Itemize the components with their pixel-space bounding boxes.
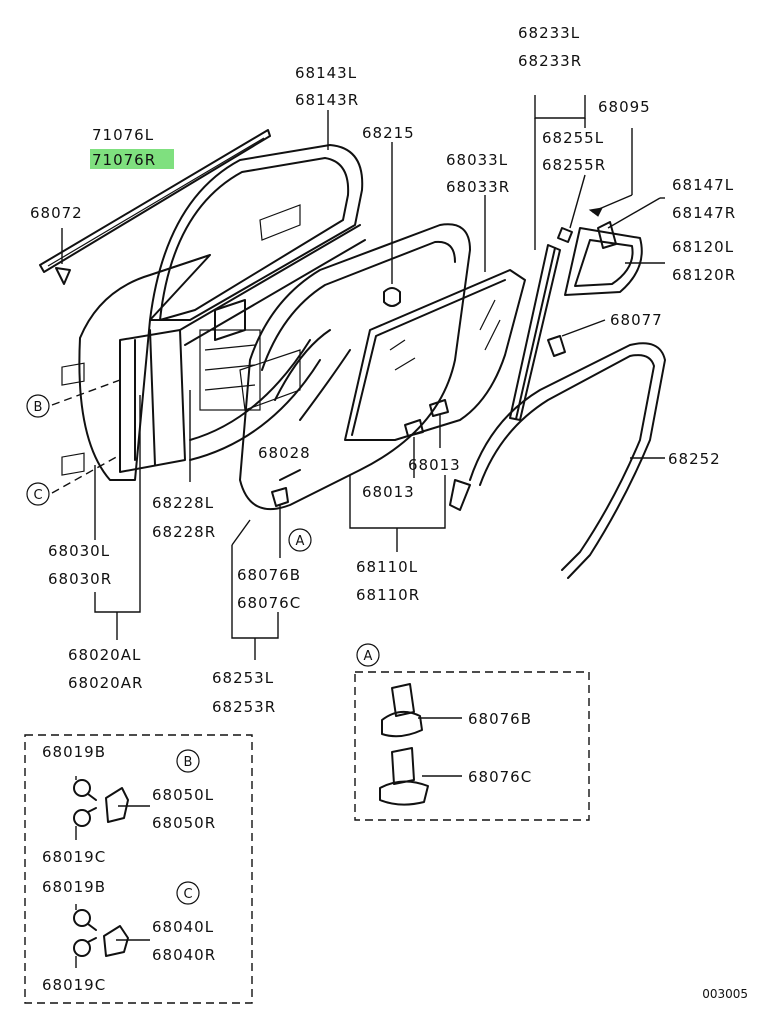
bracket-68253-top	[231, 519, 251, 546]
detail-a-clip-b	[381, 683, 462, 738]
part-68033R[interactable]: 68033R	[446, 178, 510, 196]
detail-b-parts	[73, 776, 129, 840]
part-68143R[interactable]: 68143R	[295, 91, 359, 109]
part-68228R[interactable]: 68228R	[152, 523, 216, 541]
detail-a-68076C[interactable]: 68076C	[468, 768, 532, 786]
part-68110L[interactable]: 68110L	[356, 558, 418, 576]
part-68030L[interactable]: 68030L	[48, 542, 110, 560]
detail-c-68040R[interactable]: 68040R	[152, 946, 216, 964]
bolt-68077-part	[547, 319, 606, 357]
part-68095[interactable]: 68095	[598, 98, 651, 116]
detail-b-68050R[interactable]: 68050R	[152, 814, 216, 832]
svg-text:B: B	[34, 400, 43, 415]
detail-b-68019C[interactable]: 68019C	[42, 848, 106, 866]
glass-clip-leaders	[413, 415, 441, 478]
part-68013-upper[interactable]: 68013	[408, 456, 461, 474]
detail-c-68019B[interactable]: 68019B	[42, 878, 106, 896]
detail-a-clip-c	[379, 747, 462, 806]
part-68233L[interactable]: 68233L	[518, 24, 580, 42]
part-68147R[interactable]: 68147R	[672, 204, 736, 222]
svg-text:C: C	[33, 488, 42, 503]
door-glass-part	[344, 195, 526, 441]
part-68077[interactable]: 68077	[610, 311, 663, 329]
door-shell-part	[78, 144, 366, 481]
callout-b-door[interactable]: B	[26, 394, 50, 418]
part-68033L[interactable]: 68033L	[446, 151, 508, 169]
detail-bc-frame	[24, 734, 253, 1004]
part-68147L[interactable]: 68147L	[672, 176, 734, 194]
part-68255L[interactable]: 68255L	[542, 129, 604, 147]
detail-c-68040L[interactable]: 68040L	[152, 918, 214, 936]
part-68120L[interactable]: 68120L	[672, 238, 734, 256]
part-68252[interactable]: 68252	[668, 450, 721, 468]
svg-text:B: B	[184, 755, 193, 770]
clip-68072-part	[55, 228, 71, 285]
clip-68095	[588, 207, 603, 217]
part-71076R[interactable]: 71076R	[92, 151, 156, 169]
part-71076L[interactable]: 71076L	[92, 126, 154, 144]
part-68072[interactable]: 68072	[30, 204, 83, 222]
bracket-68253	[231, 545, 279, 639]
screw-68255	[557, 227, 573, 243]
weather-sheet-part	[239, 223, 471, 510]
part-68215[interactable]: 68215	[362, 124, 415, 142]
part-68120R[interactable]: 68120R	[672, 266, 736, 284]
part-68076B[interactable]: 68076B	[237, 566, 301, 584]
detail-b-68050L[interactable]: 68050L	[152, 786, 214, 804]
detail-b-68019B[interactable]: 68019B	[42, 743, 106, 761]
part-68110R[interactable]: 68110R	[356, 586, 420, 604]
part-68233R[interactable]: 68233R	[518, 52, 582, 70]
part-68020AR[interactable]: 68020AR	[68, 674, 143, 692]
part-68013-lower[interactable]: 68013	[362, 483, 415, 501]
detail-c-parts	[73, 904, 129, 968]
part-68020AL[interactable]: 68020AL	[68, 646, 141, 664]
part-68228L[interactable]: 68228L	[152, 494, 214, 512]
part-68253L[interactable]: 68253L	[212, 669, 274, 687]
diagram-code: 003005	[702, 987, 748, 1001]
part-68028[interactable]: 68028	[258, 444, 311, 462]
quarter-window-part	[564, 197, 665, 296]
detail-a-frame	[354, 671, 590, 821]
svg-text:A: A	[364, 649, 373, 664]
detail-a-68076B[interactable]: 68076B	[468, 710, 532, 728]
part-68076C[interactable]: 68076C	[237, 594, 301, 612]
callout-c-detail[interactable]: C	[176, 881, 200, 905]
callout-c-door[interactable]: C	[26, 482, 50, 506]
door-callout-leaders	[51, 362, 121, 494]
svg-text:C: C	[183, 887, 192, 902]
clip-68076-part	[271, 487, 289, 558]
callout-a-door[interactable]: A	[288, 528, 312, 552]
callout-a-detail[interactable]: A	[356, 643, 380, 667]
part-68030R[interactable]: 68030R	[48, 570, 112, 588]
part-68253R[interactable]: 68253R	[212, 698, 276, 716]
rear-channel-part	[449, 244, 561, 511]
belt-molding-part	[39, 129, 271, 273]
highlight-71076R	[90, 149, 174, 169]
weatherstrip-part	[469, 342, 666, 579]
bracket-68233-top	[534, 95, 586, 119]
leader-68255	[569, 174, 586, 229]
detail-c-68019C[interactable]: 68019C	[42, 976, 106, 994]
part-68255R[interactable]: 68255R	[542, 156, 606, 174]
part-68143L[interactable]: 68143L	[295, 64, 357, 82]
callout-b-detail[interactable]: B	[176, 749, 200, 773]
grommet-68215-part	[383, 142, 401, 307]
svg-text:A: A	[296, 534, 305, 549]
